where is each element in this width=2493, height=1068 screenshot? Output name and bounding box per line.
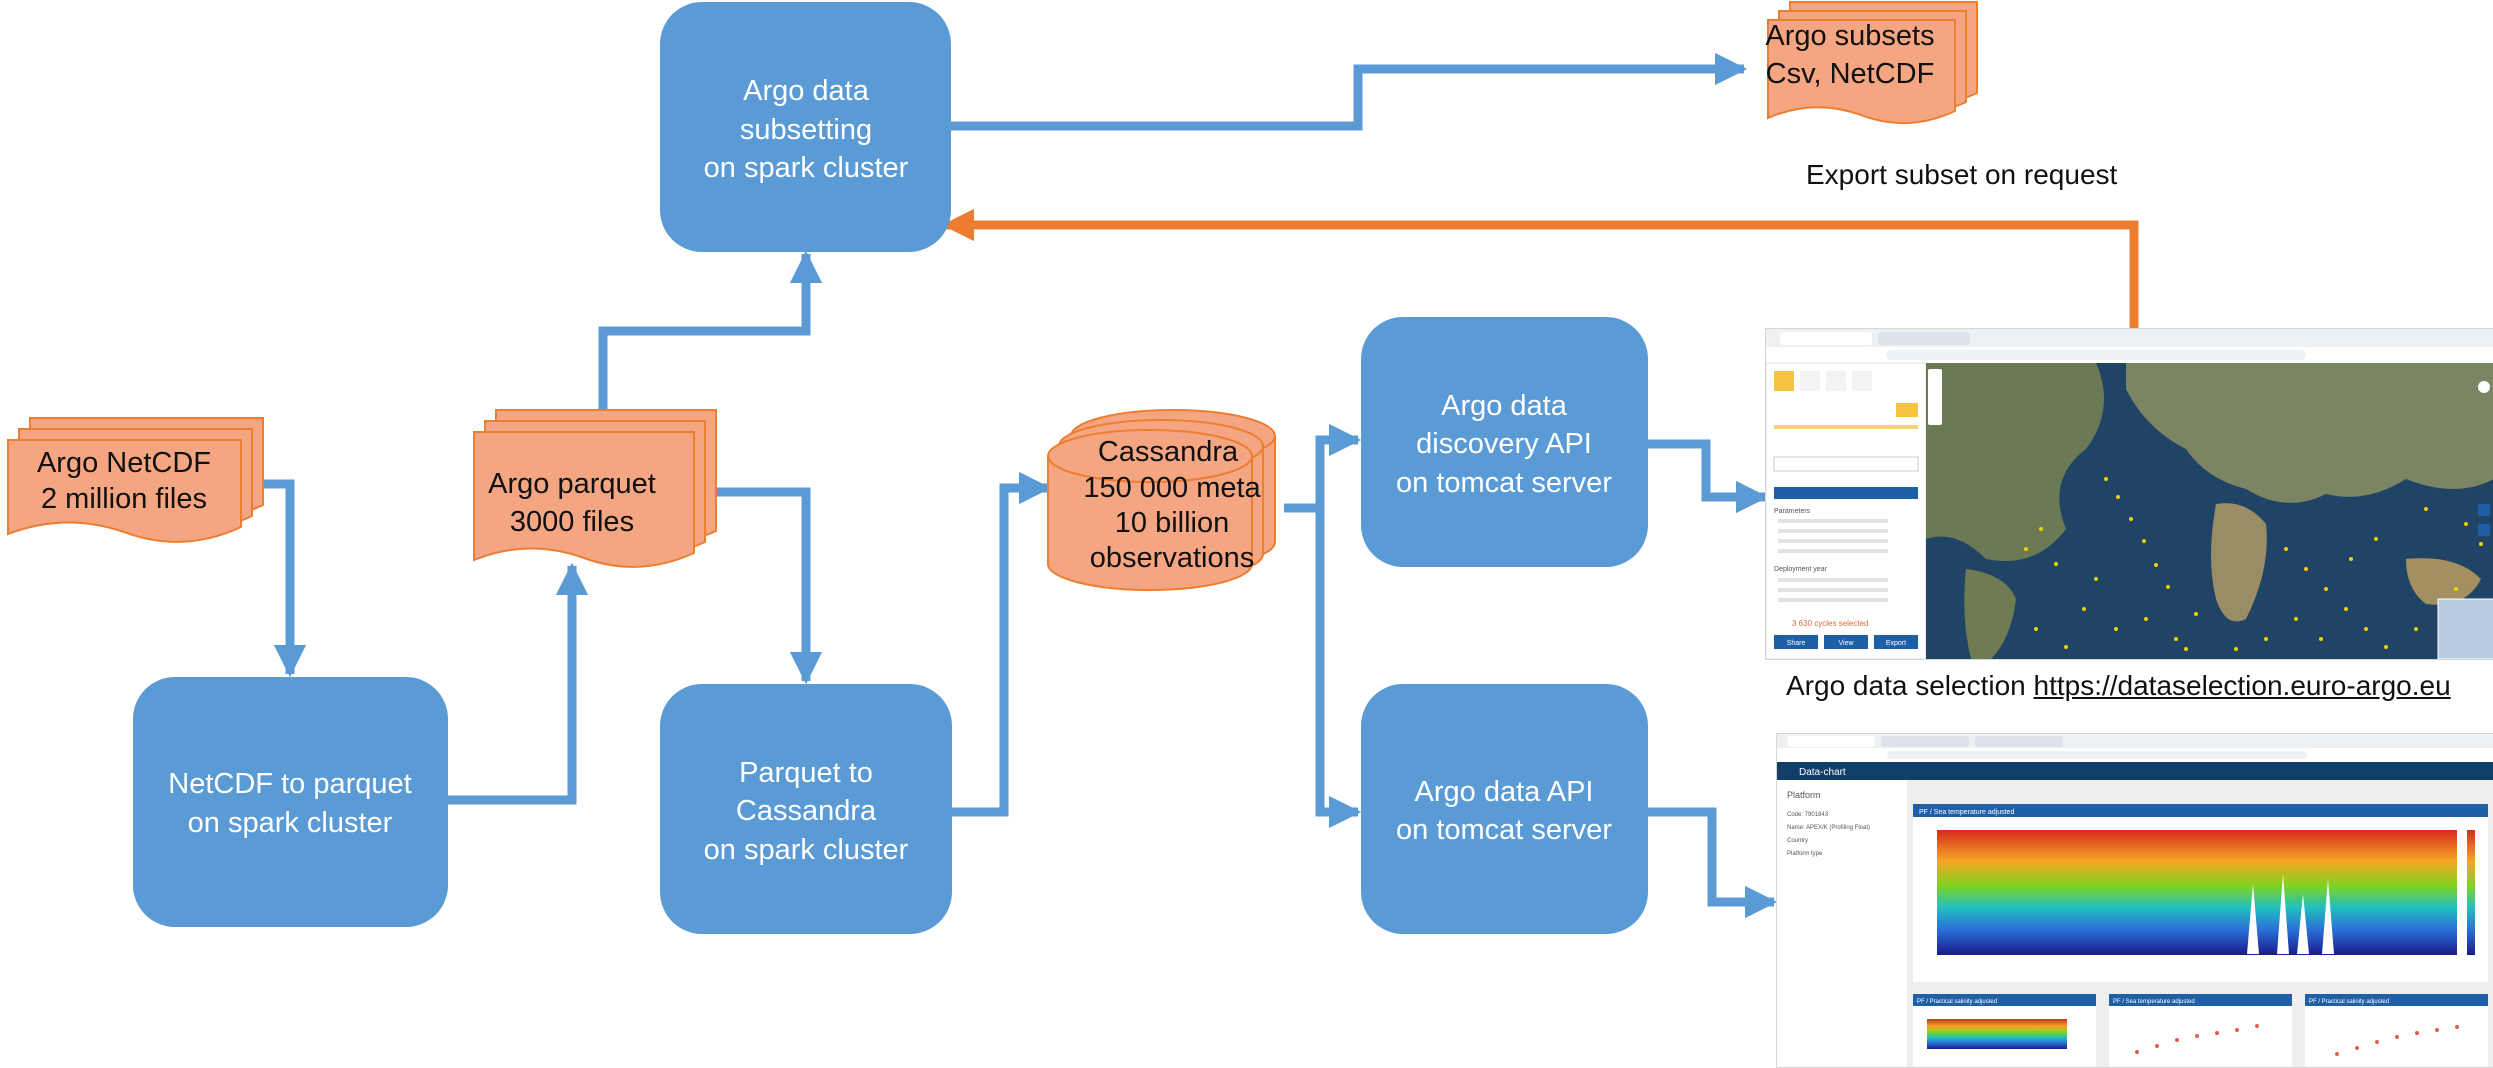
temperature-section-plot	[1937, 830, 2457, 955]
svg-text:Argo data: Argo data	[743, 75, 870, 107]
data-chart-screenshot: Data-chart Platform Code: 7901843 Name: …	[1776, 733, 2493, 1068]
chart-small-panel-title-1: PF / Practical salinity adjusted	[1917, 999, 1997, 1005]
svg-text:discovery API: discovery API	[1416, 428, 1592, 460]
svg-text:2 million files: 2 million files	[41, 483, 207, 515]
svg-text:on spark cluster: on spark cluster	[704, 152, 909, 184]
svg-text:on tomcat server: on tomcat server	[1396, 814, 1612, 846]
svg-text:on spark cluster: on spark cluster	[704, 834, 909, 866]
map-cycles-selected: 3 630 cycles selected	[1792, 619, 1869, 628]
svg-text:Argo NetCDF: Argo NetCDF	[37, 447, 211, 479]
svg-text:Parquet to: Parquet to	[739, 757, 873, 789]
map-view-button[interactable]: View	[1838, 640, 1854, 647]
svg-text:on spark cluster: on spark cluster	[188, 807, 393, 839]
arrow-request-to-subsetting	[941, 208, 2139, 328]
database-cassandra: Cassandra 150 000 meta 10 billion observ…	[1047, 409, 1276, 591]
arrow-loader-to-cassandra	[952, 471, 1052, 817]
process-data-api: Argo data API on tomcat server	[1361, 684, 1648, 934]
svg-text:Argo data API: Argo data API	[1415, 776, 1594, 808]
selection-caption-label: Argo data selection	[1786, 670, 2034, 701]
process-discovery-api: Argo data discovery API on tomcat server	[1361, 317, 1648, 567]
arrow-parquet-to-subsetting	[598, 250, 823, 412]
map-panel-deployment: Deployment year	[1774, 566, 1828, 573]
process-netcdf-to-parquet: NetCDF to parquet on spark cluster	[133, 677, 448, 927]
arrow-data-api-to-chart-app	[1648, 807, 1778, 919]
arrow-cassandra-to-data-api	[1315, 508, 1362, 829]
svg-text:subsetting: subsetting	[740, 114, 872, 146]
svg-text:150 000 meta: 150 000 meta	[1083, 472, 1261, 504]
document-netcdf-files: Argo NetCDF 2 million files	[7, 417, 264, 543]
arrow-converter-to-parquet	[448, 562, 589, 805]
svg-text:observations: observations	[1090, 542, 1254, 574]
svg-text:10 billion: 10 billion	[1115, 507, 1229, 539]
arrow-netcdf-to-converter	[263, 479, 307, 678]
chart-field-code: Code: 7901843	[1787, 812, 1829, 818]
map-panel-parameters: Parameters	[1774, 508, 1811, 515]
svg-text:NetCDF to parquet: NetCDF to parquet	[168, 768, 411, 800]
arrow-discovery-to-selection-app	[1648, 439, 1769, 514]
chart-field-country: Country	[1787, 838, 1808, 844]
svg-text:Argo parquet: Argo parquet	[488, 468, 656, 500]
svg-text:Csv, NetCDF: Csv, NetCDF	[1766, 58, 1935, 90]
svg-text:Cassandra: Cassandra	[1098, 436, 1239, 468]
svg-text:on tomcat server: on tomcat server	[1396, 467, 1612, 499]
data-selection-screenshot: Parameters Deployment year 3 630 cycles …	[1765, 328, 2493, 660]
svg-text:Argo subsets: Argo subsets	[1765, 20, 1934, 52]
chart-field-name: Name: APEX/K (Profiling Float)	[1787, 825, 1870, 831]
chart-app-title: Data-chart	[1799, 767, 1846, 778]
arrow-subsetting-to-subsets	[951, 52, 1748, 131]
arrow-cassandra-to-discovery	[1284, 423, 1362, 513]
float-markers	[2024, 477, 2483, 651]
chart-sidebar-heading: Platform	[1787, 790, 1821, 800]
chart-small-panel-title-2: PF / Sea temperature adjusted	[2113, 999, 2195, 1005]
chart-small-panel-title-3: PF / Practical salinity adjusted	[2309, 999, 2389, 1005]
arrow-parquet-to-cassandra	[716, 487, 823, 685]
process-parquet-to-cassandra: Parquet to Cassandra on spark cluster	[660, 684, 952, 934]
selection-caption: Argo data selection https://dataselectio…	[1786, 670, 2451, 702]
export-caption: Export subset on request	[1806, 159, 2118, 190]
map-export-button[interactable]: Export	[1886, 640, 1906, 647]
chart-field-platform-type: Platform type	[1787, 851, 1823, 857]
svg-text:Argo data: Argo data	[1441, 390, 1568, 422]
svg-text:3000 files: 3000 files	[510, 506, 634, 538]
document-subsets: Argo subsets Csv, NetCDF	[1765, 1, 1978, 125]
document-parquet-files: Argo parquet 3000 files	[473, 409, 717, 568]
process-subsetting: Argo data subsetting on spark cluster	[660, 2, 951, 252]
map-share-button[interactable]: Share	[1787, 640, 1806, 647]
dataselection-link[interactable]: https://dataselection.euro-argo.eu	[2033, 670, 2451, 701]
svg-text:Cassandra: Cassandra	[736, 795, 877, 827]
chart-main-panel-title: PF / Sea temperature adjusted	[1919, 809, 2014, 816]
